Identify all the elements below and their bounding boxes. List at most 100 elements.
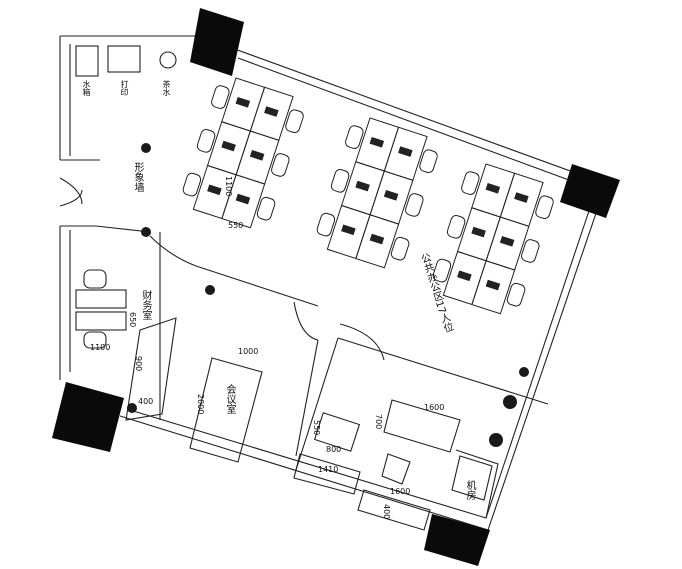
- chair: [256, 196, 276, 221]
- monitor: [264, 106, 279, 117]
- dim-finance-width: 1100: [90, 343, 111, 352]
- entry-door: [59, 177, 83, 207]
- column-bottom-left: [52, 382, 124, 452]
- workstations: [182, 77, 554, 315]
- chair: [535, 195, 554, 220]
- column-right: [560, 164, 620, 218]
- chair: [446, 215, 466, 239]
- server-rack: [451, 455, 493, 501]
- plant-1: [141, 143, 151, 153]
- boss-room-wall-left: [295, 337, 339, 471]
- monitor: [398, 146, 413, 157]
- meeting-room-label: 会议室: [224, 384, 235, 414]
- boss-room-wall-top: [337, 337, 549, 405]
- dim-cab-900: 900: [134, 356, 143, 372]
- workstation-cluster: [182, 77, 304, 229]
- printer-label: 打印: [120, 80, 129, 96]
- server-wall: [455, 449, 499, 519]
- dim-cabinet-400: 400: [382, 504, 391, 520]
- monitor: [471, 226, 486, 238]
- storage-label: 水箱: [82, 80, 91, 96]
- chair: [211, 85, 230, 109]
- dim-cab-400: 400: [138, 397, 154, 406]
- tea-table: [313, 412, 361, 452]
- outer-wall-main: [119, 47, 607, 531]
- dim-chair-width: 1600: [390, 487, 411, 496]
- monitor: [383, 189, 399, 201]
- fixture-printer: [107, 45, 141, 73]
- monitor: [235, 193, 251, 205]
- dim-meeting-table-width: 1000: [238, 347, 259, 356]
- monitor: [457, 270, 472, 282]
- desk: [471, 260, 516, 315]
- water-label: 茶水: [162, 80, 171, 96]
- monitor: [207, 184, 222, 196]
- monitor: [221, 140, 236, 152]
- reception-door: [149, 235, 197, 267]
- dim-boss-desk-width: 1600: [424, 403, 445, 412]
- meeting-door: [293, 301, 319, 341]
- chair: [432, 258, 452, 283]
- desk: [221, 174, 266, 229]
- finance-chair-2: [83, 331, 107, 349]
- chair: [506, 282, 526, 307]
- chair: [182, 172, 202, 197]
- finance-desk-2: [75, 311, 127, 331]
- monitor: [249, 149, 265, 161]
- chair: [521, 239, 540, 263]
- chair: [271, 153, 290, 177]
- dim-sofa-width: 1410: [318, 465, 339, 474]
- boss-door: [339, 323, 385, 361]
- chair: [316, 212, 336, 237]
- plant-3: [205, 285, 215, 295]
- dim-desk-depth: 1100: [224, 176, 233, 197]
- chair: [285, 109, 304, 134]
- plant-6: [503, 395, 517, 409]
- server-room-label: 机房: [464, 480, 475, 500]
- meeting-table: [189, 357, 263, 463]
- monitor: [235, 96, 251, 108]
- desk: [355, 214, 400, 269]
- finance-chair-1: [83, 269, 107, 289]
- fixture-water: [159, 51, 177, 69]
- finance-room-label: 财务室: [140, 290, 151, 320]
- chair: [405, 193, 424, 217]
- dim-desk-width: 550: [228, 221, 244, 230]
- monitor: [355, 180, 370, 192]
- boss-cabinet: [357, 489, 431, 531]
- plant-7: [489, 433, 503, 447]
- column-top: [190, 8, 244, 76]
- boss-chair: [381, 453, 411, 485]
- chair: [419, 149, 438, 174]
- plant-2: [141, 227, 151, 237]
- chair: [330, 169, 350, 193]
- dim-tea-table: 800: [326, 445, 342, 454]
- reception-wall-label: 形象墙: [132, 162, 143, 192]
- monitor: [485, 279, 501, 291]
- plant-5: [519, 367, 529, 377]
- finance-desk-1: [75, 289, 127, 309]
- workstation-cluster: [432, 163, 554, 315]
- monitor: [341, 224, 356, 236]
- monitor: [499, 235, 515, 247]
- sofa: [293, 453, 361, 495]
- boss-desk: [383, 399, 461, 453]
- outer-wall-inner: [129, 57, 597, 519]
- finance-cabinet: [125, 317, 177, 421]
- meeting-room-wall-right: [295, 339, 319, 457]
- reception-partition: [60, 159, 151, 233]
- monitor: [369, 136, 385, 148]
- chair: [461, 171, 480, 195]
- monitor: [369, 233, 385, 245]
- chair: [196, 129, 216, 153]
- dim-finance-depth: 650: [128, 312, 137, 328]
- chair: [345, 125, 364, 149]
- chair: [390, 236, 410, 261]
- monitor: [514, 192, 529, 203]
- dim-meeting-table-length: 2000: [196, 394, 205, 415]
- fixture-storage: [75, 45, 99, 77]
- workstation-cluster: [316, 117, 438, 269]
- dim-tea-depth: 550: [312, 420, 321, 436]
- monitor: [485, 182, 501, 194]
